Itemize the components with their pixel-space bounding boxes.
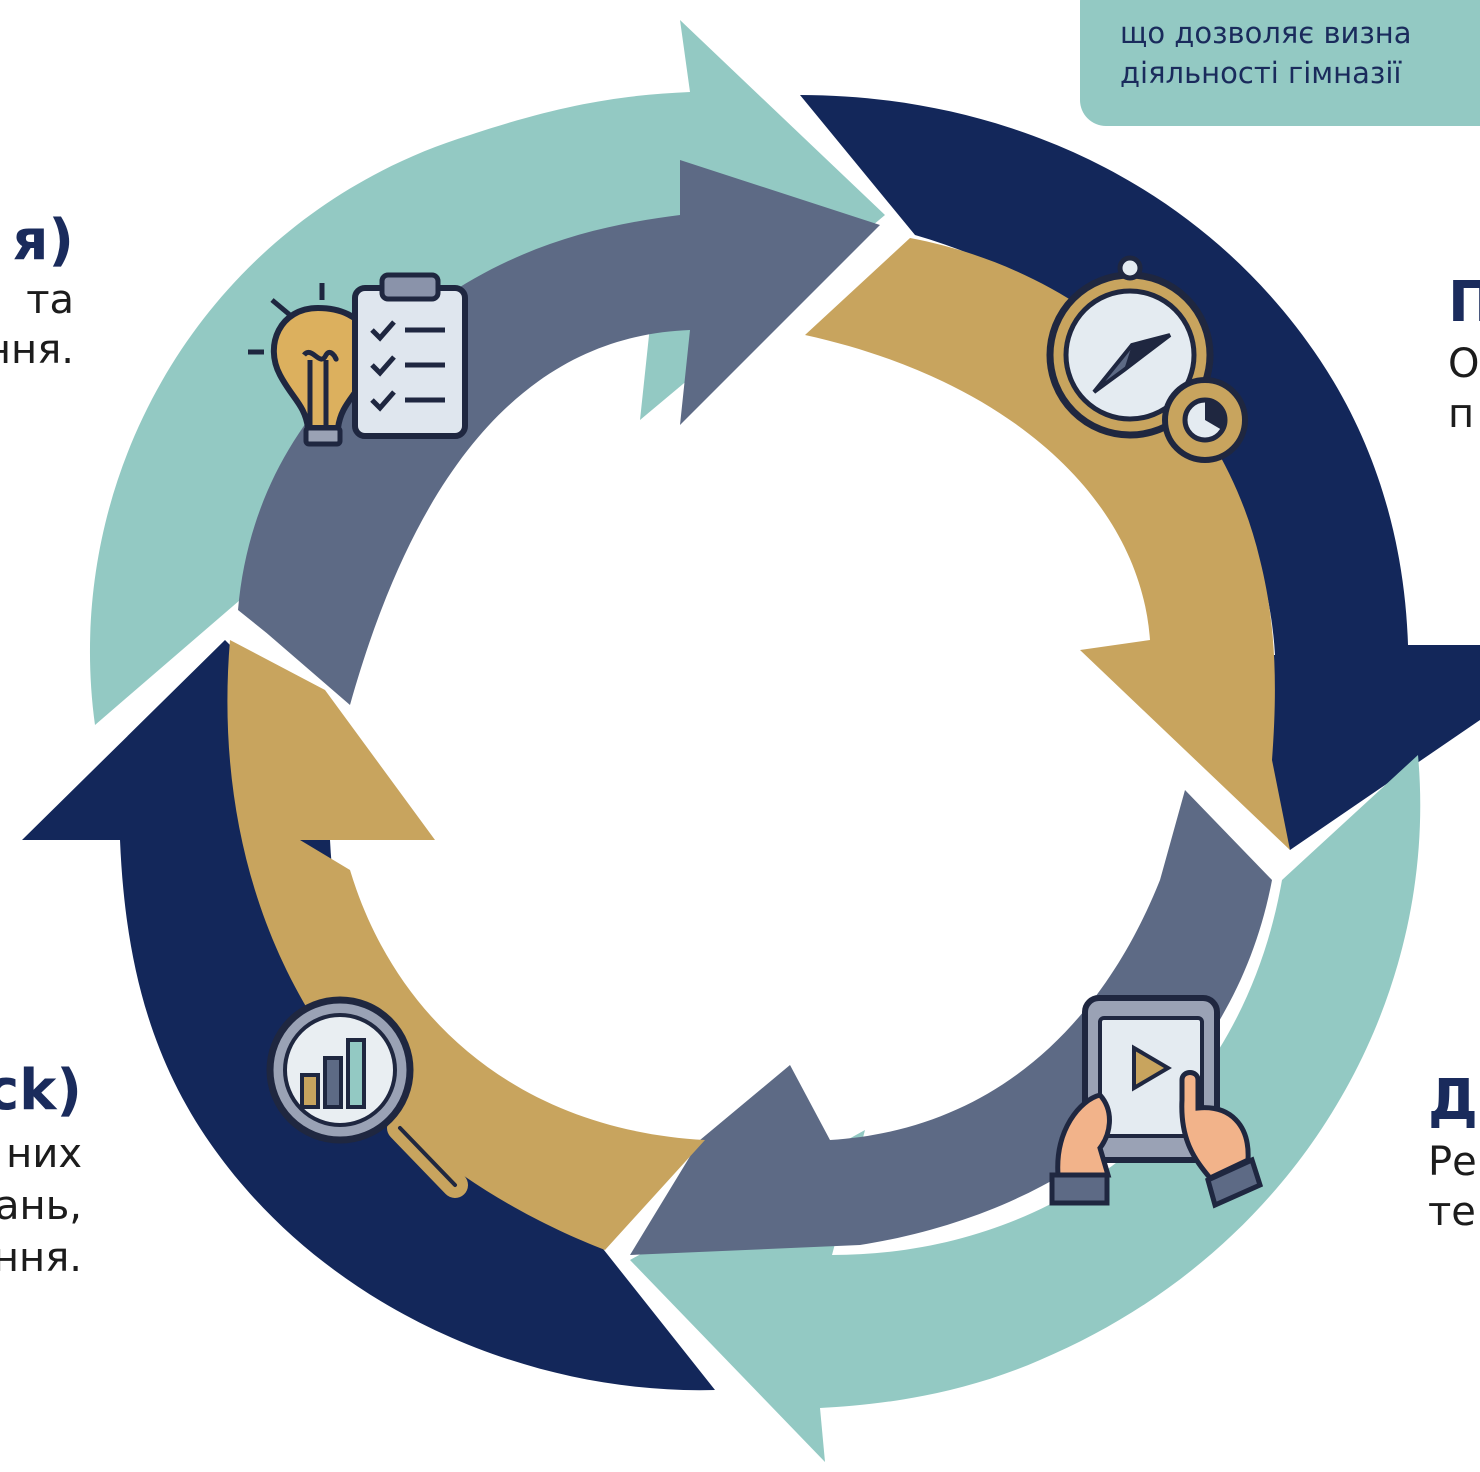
- hands-icon: [1049, 1070, 1264, 1209]
- lightbulb-icon: [248, 283, 375, 447]
- top-note-line-1: що дозволяє визна: [1120, 16, 1412, 50]
- stage-do-line-1: Ре: [1428, 1139, 1477, 1185]
- inner-arrow-check: [227, 640, 705, 1250]
- stage-plan-line-2: ння.: [0, 327, 74, 373]
- stage-do-title: Д: [1428, 1068, 1478, 1133]
- checklist-clipboard-icon: [352, 272, 468, 439]
- stage-goal-title: П: [1448, 270, 1480, 335]
- stage-goal-label: П О п: [1448, 270, 1480, 437]
- stage-plan-title: я): [12, 208, 74, 273]
- stage-plan-label: я) та ння.: [0, 208, 74, 373]
- outer-arrow-goal: [800, 95, 1480, 850]
- stage-goal-line-1: О: [1448, 341, 1480, 387]
- top-note-line-2: діяльності гімназії: [1120, 56, 1402, 90]
- stage-check-line-1: них: [6, 1131, 82, 1177]
- stage-check-label: ck) них ань, ння.: [0, 1058, 82, 1281]
- stage-goal-line-2: п: [1448, 391, 1475, 437]
- stage-do-label: Д Ре те: [1428, 1068, 1478, 1235]
- inner-arrow-plan: [238, 160, 880, 705]
- stage-check-line-3: ння.: [0, 1235, 82, 1281]
- compass-icon: [1046, 255, 1214, 439]
- top-note-box: що дозволяє визна діяльності гімназії: [1080, 0, 1480, 126]
- magnifier-bar-chart-icon: [266, 996, 468, 1198]
- outer-arrow-do: [630, 755, 1421, 1462]
- gear-icon: [1162, 377, 1248, 463]
- stage-do-line-2: те: [1428, 1189, 1476, 1235]
- stage-plan-line-1: та: [26, 277, 74, 323]
- stage-check-title: ck): [0, 1058, 82, 1123]
- stage-check-line-2: ань,: [0, 1183, 82, 1229]
